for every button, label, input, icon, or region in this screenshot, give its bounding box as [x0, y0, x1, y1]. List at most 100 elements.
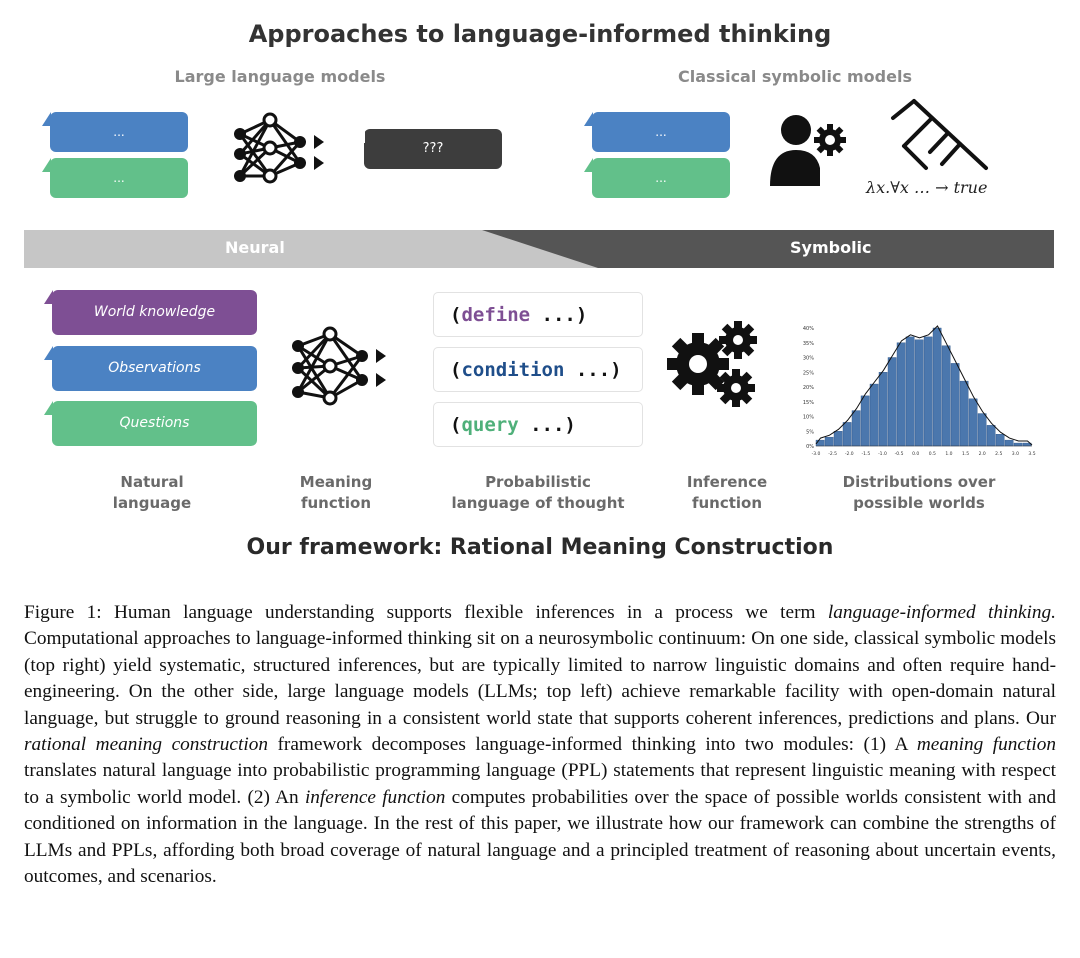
- histogram-bar: [932, 327, 942, 447]
- y-tick-label: 0%: [806, 444, 814, 450]
- caption-text-3: framework decomposes language-informed t…: [267, 734, 917, 756]
- observations-text: Observations: [108, 360, 201, 376]
- histogram-bar: [959, 380, 969, 447]
- code-condition: (condition ...): [433, 347, 643, 392]
- llm-bubble-1-text: ...: [113, 125, 125, 139]
- llm-output-text: ???: [422, 141, 444, 156]
- llm-input-bubble-1: ...: [42, 112, 188, 152]
- code-condition-open: (: [450, 359, 462, 381]
- histogram-bar: [878, 372, 888, 447]
- code-define-open: (: [450, 304, 462, 326]
- x-tick-label: 2.5: [995, 451, 1002, 457]
- y-tick-label: 30%: [803, 356, 814, 362]
- symbolic-input-bubble-2: ...: [584, 158, 730, 198]
- histogram-bar: [1004, 439, 1014, 447]
- x-tick-label: 3.5: [1028, 451, 1035, 457]
- label-inference-function: Inference function: [686, 473, 768, 512]
- histogram-bar: [887, 357, 897, 447]
- neurosymbolic-continuum: [24, 230, 1054, 268]
- x-tick-label: 0.0: [912, 451, 919, 457]
- caption-term-4: inference function: [304, 786, 446, 808]
- observations-bubble: Observations: [44, 346, 257, 391]
- histogram-bar: [968, 398, 978, 447]
- x-tick-label: 0.5: [929, 451, 936, 457]
- x-tick-label: 2.0: [979, 451, 986, 457]
- histogram-bar: [914, 339, 924, 447]
- questions-bubble: Questions: [44, 401, 257, 446]
- caption-text-4: translates natural language into probabi…: [24, 760, 1056, 808]
- figure-title: Approaches to language-informed thinking: [248, 20, 832, 48]
- histogram-bar: [986, 425, 996, 447]
- llm-input-bubble-2: ...: [42, 158, 188, 198]
- histogram-bar: [950, 363, 960, 447]
- code-define: (define ...): [433, 292, 643, 337]
- engineer-icon: [770, 115, 846, 186]
- y-tick-label: 20%: [803, 385, 814, 391]
- caption-text-2: Computational approaches to language-inf…: [24, 628, 1056, 729]
- world-knowledge-bubble: World knowledge: [44, 290, 257, 335]
- lambda-formula: λx.∀x … → true: [866, 178, 988, 197]
- label-probabilistic-lot: Probabilistic language of thought: [451, 473, 625, 512]
- code-query: (query ...): [433, 402, 643, 447]
- symbolic-bubble-2-text: ...: [655, 171, 667, 185]
- label-natural-language: Natural language: [112, 473, 192, 512]
- distribution-histogram: 0% 5% 10% 15% 20% 25% 30% 35% 40% -3.0 -2.5 -2.0 -1.…: [803, 325, 1036, 457]
- code-condition-rest: ...): [564, 359, 622, 381]
- y-tick-label: 40%: [803, 326, 814, 332]
- symbolic-bubble-1-text: ...: [655, 125, 667, 139]
- code-condition-keyword: condition: [461, 359, 565, 381]
- questions-text: Questions: [119, 415, 190, 431]
- meaning-function-network-icon: [292, 326, 386, 406]
- y-tick-label: 15%: [803, 400, 814, 406]
- code-query-rest: ...): [518, 414, 576, 436]
- y-tick-label: 25%: [803, 370, 814, 376]
- x-tick-label: -1.5: [861, 451, 870, 457]
- symbolic-heading: Classical symbolic models: [678, 67, 912, 86]
- neural-network-icon: [234, 112, 324, 184]
- caption-term-2: rational meaning construction: [24, 734, 268, 756]
- histogram-bar: [824, 436, 834, 447]
- code-query-keyword: query: [461, 414, 519, 436]
- neural-label: Neural: [225, 238, 285, 257]
- histogram-bar: [923, 336, 933, 447]
- density-curve: [815, 325, 1033, 446]
- label-meaning-function: Meaning function: [299, 473, 373, 512]
- code-define-rest: ...): [530, 304, 588, 326]
- llm-bubble-2-text: ...: [113, 171, 125, 185]
- world-knowledge-text: World knowledge: [93, 304, 216, 320]
- figure-caption: Figure 1: Human language understanding s…: [24, 600, 1056, 890]
- histogram-bar: [995, 433, 1005, 447]
- caption-term-1: language-informed thinking.: [827, 602, 1056, 623]
- llm-heading: Large language models: [174, 67, 386, 86]
- histogram-bar: [869, 383, 879, 447]
- y-tick-label: 10%: [803, 415, 814, 421]
- x-tick-label: -1.0: [878, 451, 887, 457]
- histogram-bar: [896, 342, 906, 447]
- framework-title: Our framework: Rational Meaning Construc…: [246, 535, 834, 560]
- x-tick-label: -0.5: [895, 451, 904, 457]
- x-tick-label: -2.5: [828, 451, 837, 457]
- histogram-bar: [851, 410, 861, 447]
- histogram-bar: [833, 431, 843, 447]
- llm-output-box: ???: [356, 129, 502, 169]
- caption-term-3: meaning function: [916, 734, 1056, 756]
- histogram-bar: [1013, 442, 1023, 447]
- x-tick-label: 1.0: [945, 451, 952, 457]
- symbolic-label: Symbolic: [790, 238, 872, 257]
- histogram-bar: [842, 422, 852, 447]
- symbolic-input-bubble-1: ...: [584, 112, 730, 152]
- x-tick-label: -2.0: [845, 451, 854, 457]
- histogram-bar: [941, 345, 951, 447]
- histogram-bar: [977, 413, 987, 447]
- y-tick-label: 5%: [806, 429, 814, 435]
- histogram-bar: [905, 336, 915, 447]
- code-define-keyword: define: [461, 304, 531, 326]
- y-tick-label: 35%: [803, 341, 814, 347]
- x-tick-label: -3.0: [812, 451, 821, 457]
- x-tick-label: 3.0: [1012, 451, 1019, 457]
- caption-text-5: computes probabilities over the space of…: [24, 786, 1056, 888]
- label-distributions: Distributions over possible worlds: [842, 473, 996, 512]
- caption-label: Figure 1:: [24, 602, 102, 623]
- x-tick-label: 1.5: [962, 451, 969, 457]
- gears-icon: [667, 321, 757, 407]
